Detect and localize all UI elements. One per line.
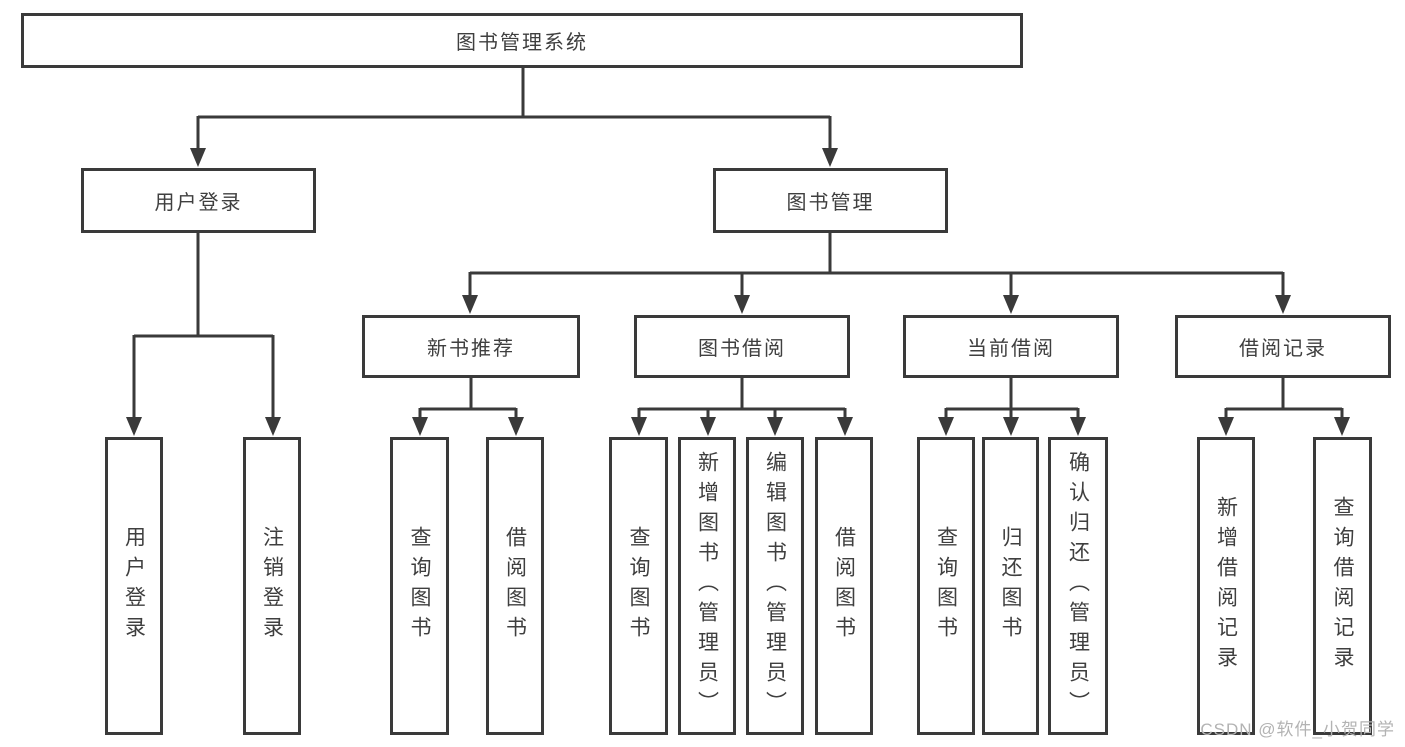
leaf-label: 注销登录 — [260, 526, 284, 646]
leaf-label: 查询图书 — [408, 526, 431, 646]
node-user-login: 用户登录 — [81, 168, 316, 233]
node-current-borrowing: 当前借阅 — [903, 315, 1119, 378]
csdn-watermark: CSDN @软件_小贺同学 — [1200, 720, 1395, 739]
leaf-return-books: 归还图书 — [982, 437, 1039, 735]
leaf-user-login: 用户登录 — [105, 437, 163, 735]
leaf-query-books-recommend: 查询图书 — [390, 437, 449, 735]
leaf-add-borrow-record: 新增借阅记录 — [1197, 437, 1255, 735]
leaf-query-books-current: 查询图书 — [917, 437, 975, 735]
leaf-edit-books-admin: 编辑图书（管理员） — [746, 437, 804, 735]
node-label: 当前借阅 — [967, 338, 1055, 360]
node-label: 新书推荐 — [427, 338, 515, 360]
leaf-label: 查询图书 — [627, 526, 650, 646]
leaf-logout: 注销登录 — [243, 437, 301, 735]
leaf-label: 新增借阅记录 — [1214, 496, 1238, 676]
leaf-borrow-books: 借阅图书 — [815, 437, 873, 735]
leaf-label: 用户登录 — [122, 526, 146, 646]
leaf-label: 归还图书 — [999, 526, 1022, 646]
node-label: 图书借阅 — [698, 338, 786, 360]
leaf-confirm-return-admin: 确认归还（管理员） — [1048, 437, 1108, 735]
node-borrowing-records: 借阅记录 — [1175, 315, 1391, 378]
node-root-library-system: 图书管理系统 — [21, 13, 1023, 68]
leaf-label: 查询借阅记录 — [1331, 496, 1354, 676]
leaf-query-books-borrowing: 查询图书 — [609, 437, 668, 735]
leaf-add-books-admin: 新增图书（管理员） — [678, 437, 736, 735]
leaf-label: 借阅图书 — [503, 526, 527, 646]
leaf-label: 编辑图书（管理员） — [763, 451, 787, 721]
node-label: 用户登录 — [154, 192, 243, 214]
leaf-label: 新增图书（管理员） — [695, 451, 719, 721]
node-new-book-recommendation: 新书推荐 — [362, 315, 580, 378]
leaf-borrow-books-recommend: 借阅图书 — [486, 437, 544, 735]
leaf-query-borrow-record: 查询借阅记录 — [1313, 437, 1372, 735]
node-book-borrowing: 图书借阅 — [634, 315, 850, 378]
leaf-label: 借阅图书 — [832, 526, 856, 646]
node-label: 图书管理系统 — [456, 32, 588, 54]
node-label: 图书管理 — [786, 192, 875, 214]
node-book-management: 图书管理 — [713, 168, 948, 233]
leaf-label: 确认归还（管理员） — [1066, 451, 1090, 721]
node-label: 借阅记录 — [1239, 338, 1327, 360]
leaf-label: 查询图书 — [934, 526, 958, 646]
